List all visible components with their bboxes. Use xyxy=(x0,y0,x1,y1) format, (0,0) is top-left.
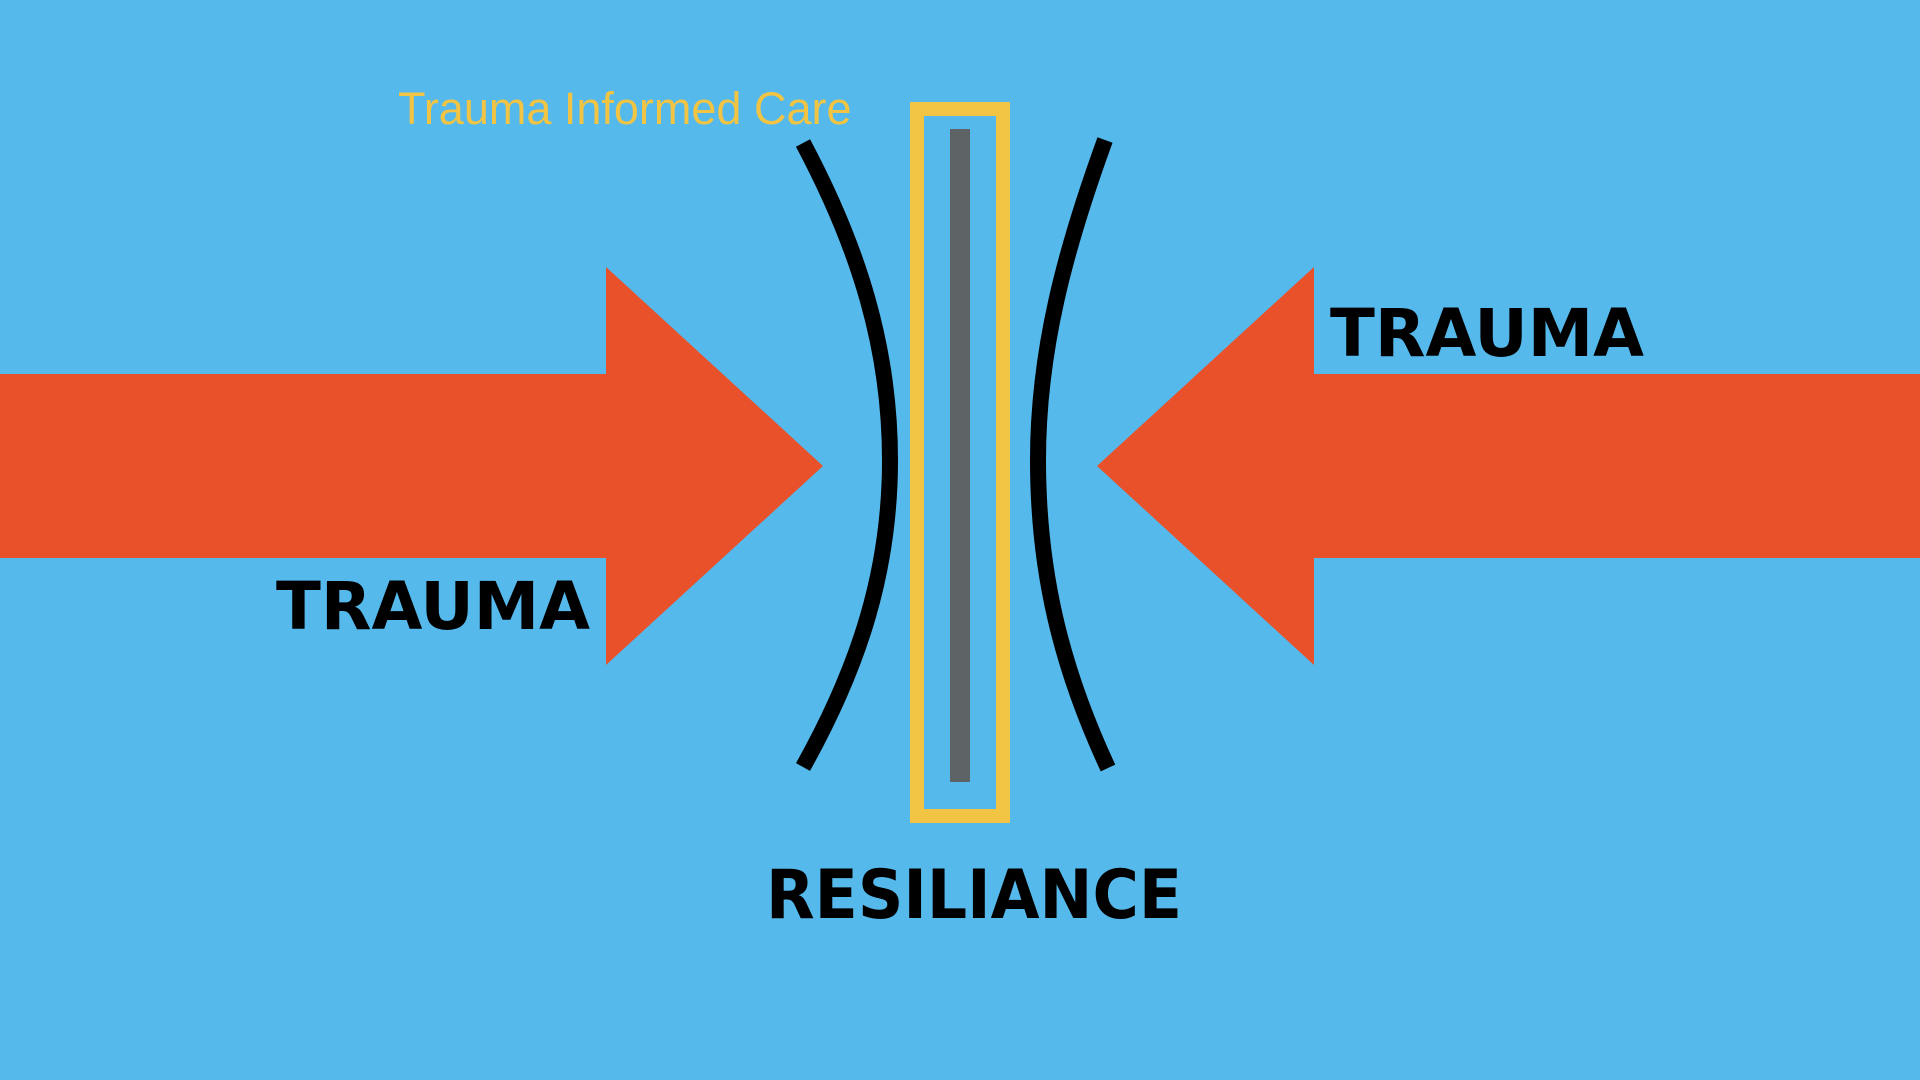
left-trauma-arrow xyxy=(0,267,823,665)
trauma-label-right: TRAUMA xyxy=(1330,295,1644,372)
resilience-core-bar xyxy=(950,129,970,782)
left-bracket xyxy=(795,139,899,771)
trauma-informed-care-frame xyxy=(910,102,1010,823)
resilience-label: RESILIANCE xyxy=(766,856,1182,935)
right-bracket xyxy=(1029,137,1116,772)
right-trauma-arrow xyxy=(1097,267,1920,665)
trauma-label-left: TRAUMA xyxy=(276,568,590,645)
trauma-informed-care-label: Trauma Informed Care xyxy=(398,83,852,134)
